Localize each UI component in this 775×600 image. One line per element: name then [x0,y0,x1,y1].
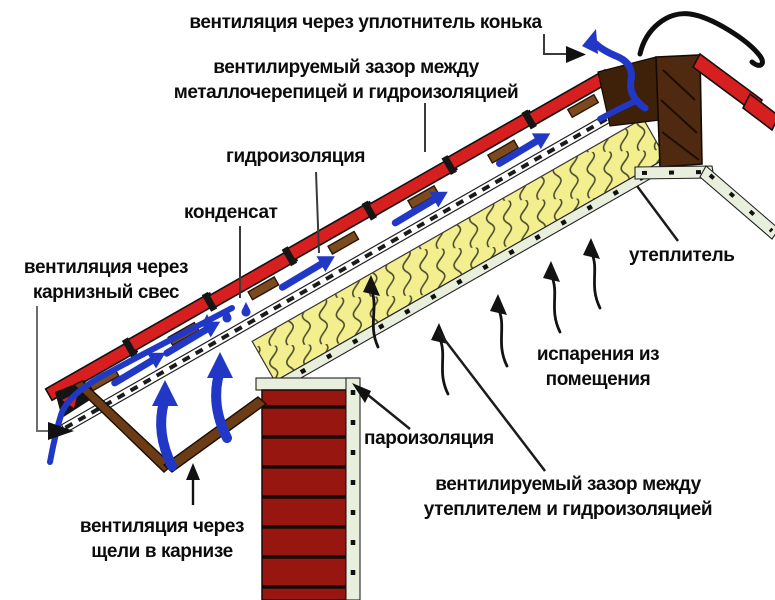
leader-arrowheads [48,46,586,440]
right-roof-slope [634,52,775,240]
metal-tile-layer [44,68,613,402]
eave-intake-arrows [152,352,233,471]
label-cornice-vent: вентиляция через щели в карнизе [79,516,245,562]
label-gap-insulation: вентилируемый зазор между утеплителем и … [423,474,713,520]
ridge-beam [655,54,703,168]
wall-top-strip [255,377,357,391]
label-condensate: конденсат [184,202,278,223]
leader-lines [36,34,680,472]
gap-airflow-arrows [111,133,551,387]
brick-wall [261,389,347,600]
mortar-joints [262,405,346,589]
label-room-vapors: испарения из помещения [536,344,660,390]
insulation-layer [251,117,667,383]
tile-step-notches [121,109,537,358]
label-gap-metal: вентилируемый зазор между металлочерепиц… [173,57,519,103]
ridge-cap-outline [637,11,765,68]
vapor-barrier-wall-layer [345,377,361,600]
room-vapor-arrows [363,238,602,396]
cornice-vent-arrow [186,463,200,505]
label-vapor-barrier: пароизоляция [364,428,494,449]
right-ceiling-strip [634,165,775,240]
label-insulation: утеплитель [629,245,735,266]
label-eaves-vent: вентиляция через карнизный свес [23,257,189,303]
condensate-drops [202,302,251,329]
label-ridge-seal-vent: вентиляция через уплотнитель конька [189,12,542,33]
ridge-exhaust-arrow [582,29,649,122]
label-waterproofing: гидроизоляция [226,146,366,167]
